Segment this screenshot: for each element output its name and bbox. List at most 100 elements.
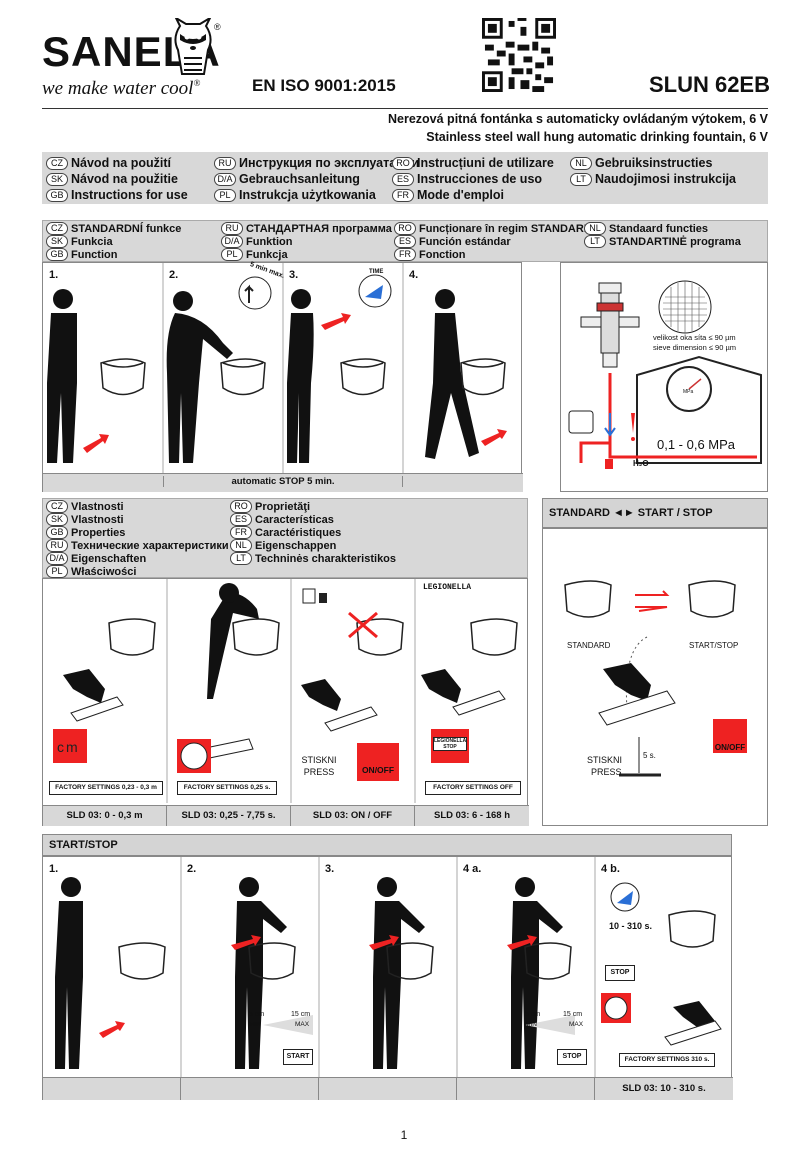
ss4-max-label: MAX <box>569 1021 584 1028</box>
sld-distance: SLD 03: 0 - 0,3 m <box>43 806 167 826</box>
ss-sld-cell-4 <box>457 1078 595 1100</box>
startstop-label: START/STOP <box>689 641 739 650</box>
factory-settings-distance: FACTORY SETTINGS 0,23 - 0,3 m <box>49 781 163 795</box>
start-button-label: START <box>283 1049 313 1065</box>
ss4-min-label: MIN <box>525 1021 537 1028</box>
step4-number: 4. <box>409 269 419 281</box>
legionella-title: LEGIONELLA <box>423 583 472 592</box>
step1-number: 1. <box>49 269 59 281</box>
ss2-max-label: MAX <box>295 1021 310 1028</box>
timer-label: TIME <box>369 269 384 275</box>
press-label-cz: STISKNI <box>301 755 337 765</box>
five-seconds: 5 s. <box>643 751 656 760</box>
mode-panel: STANDARD START/STOP STISKNI PRESS 5 s. O… <box>542 528 768 826</box>
ss4-min-distance: 5 cm <box>525 1011 541 1018</box>
description-en: Stainless steel wall hung automatic drin… <box>426 130 768 144</box>
factory-settings-delay: FACTORY SETTINGS 0,25 s. <box>177 781 277 795</box>
ss-sld-cell-2 <box>181 1078 319 1100</box>
press-label-en: PRESS <box>303 767 335 777</box>
standard-label: STANDARD <box>567 641 611 650</box>
startstop-panel: 1. 2. 3. 4 a. 4 b. 5 cm 15 cm MIN MAX ST… <box>42 856 733 1100</box>
step3-number: 3. <box>289 269 299 281</box>
ss-sld-cell-1 <box>43 1078 181 1100</box>
stop-button-label-4b: STOP <box>605 965 635 981</box>
gauge-unit: MPa <box>683 389 694 395</box>
iso-standard: EN ISO 9001:2015 <box>252 76 396 95</box>
standard-steps-panel: 1. 2. 3. 4. 5 min max. TIME automatic ST… <box>42 261 523 492</box>
standard-steps-illustration <box>47 263 507 473</box>
mode-press-cz: STISKNI <box>587 755 623 765</box>
qr-code-icon <box>482 18 556 92</box>
mesh-size-cz: velikost oka síta ≤ 90 µm <box>653 333 736 342</box>
factory-settings-off: FACTORY SETTINGS OFF <box>425 781 521 795</box>
model-number: SLUN 62EB <box>648 72 770 97</box>
sld-delay: SLD 03: 0,25 - 7,75 s. <box>167 806 291 826</box>
water-label: H₂O <box>633 459 649 468</box>
ss2-min-distance: 5 cm <box>249 1011 265 1018</box>
properties-band <box>42 498 528 578</box>
legionella-stop-label: LEGIONELLA STOP <box>433 737 467 751</box>
description-cz: Nerezová pitná fontánka s automaticky ov… <box>388 112 768 126</box>
step2-number: 2. <box>169 269 179 281</box>
tagline: we make water cool® <box>42 78 201 99</box>
sld-onoff: SLD 03: ON / OFF <box>291 806 415 826</box>
ss-step1-number: 1. <box>49 863 59 875</box>
mode-illustration <box>564 580 747 777</box>
pressure-range: 0,1 - 0,6 MPa <box>657 437 736 452</box>
registered-mark: ® <box>214 22 221 32</box>
properties-panel: cm FACTORY SETTINGS 0,23 - 0,3 m FACTORY… <box>42 578 529 826</box>
startstop-header: START/STOP <box>42 834 732 856</box>
sld-legionella: SLD 03: 6 - 168 h <box>433 810 511 821</box>
ss-step4b-number: 4 b. <box>601 863 620 875</box>
mode-header: STANDARD ◄► START / STOP <box>542 498 768 528</box>
mode-press-en: PRESS <box>591 767 622 777</box>
onoff-label: ON/OFF <box>361 765 395 775</box>
mesh-size-en: sieve dimension ≤ 90 µm <box>653 343 737 352</box>
header-divider <box>42 108 768 109</box>
auto-stop-caption: automatic STOP 5 min. <box>163 476 403 487</box>
filter-icon <box>580 282 640 368</box>
ss2-min-label: MIN <box>249 1021 261 1028</box>
properties-illustration <box>53 579 518 803</box>
ss-step4a-number: 4 a. <box>463 863 482 875</box>
filter-pressure-panel: velikost oka síta ≤ 90 µm sieve dimensio… <box>560 262 768 492</box>
mode-onoff: ON/OFF <box>714 743 746 752</box>
ss-sld-cell-3 <box>319 1078 457 1100</box>
sld-row: SLD 03: 0 - 0,3 m SLD 03: 0,25 - 7,75 s.… <box>43 805 529 826</box>
ss-step3-number: 3. <box>325 863 335 875</box>
page-number: 1 <box>400 1128 408 1142</box>
factory-settings-duration: FACTORY SETTINGS 310 s. <box>619 1053 715 1067</box>
ss-step2-number: 2. <box>187 863 197 875</box>
filter-pressure-illustration <box>568 280 762 469</box>
ss-sld-duration: SLD 03: 10 - 310 s. <box>622 1083 706 1094</box>
ss4-max-distance: 15 cm <box>563 1011 583 1018</box>
